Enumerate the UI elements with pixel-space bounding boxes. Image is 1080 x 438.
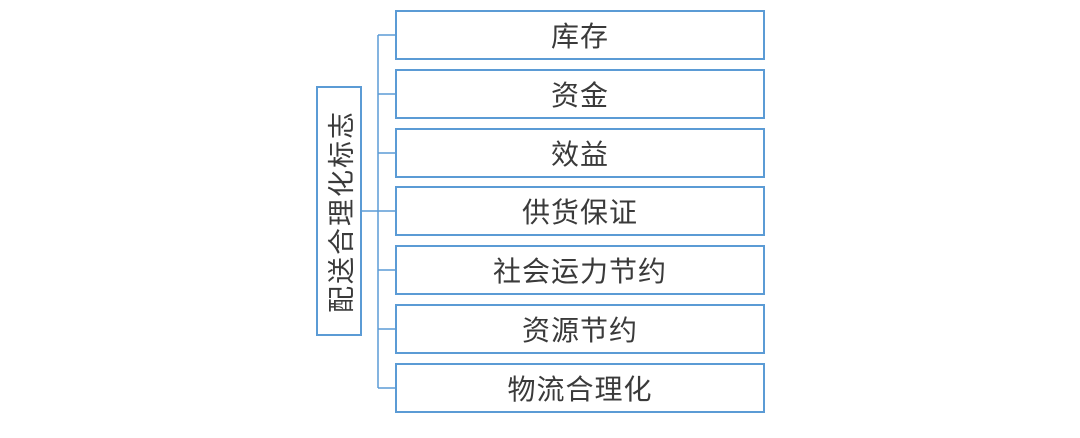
branch-node-label: 供货保证 xyxy=(521,197,638,228)
root-node-label: 配送合理化标志 xyxy=(326,109,357,313)
branch-node-social-transport-saving: 社会运力节约 xyxy=(395,245,765,295)
branch-node-supply-guarantee: 供货保证 xyxy=(395,186,765,236)
branch-node-label: 资源节约 xyxy=(521,315,638,346)
branch-node-funds: 资金 xyxy=(395,69,765,119)
branch-node-label: 效益 xyxy=(550,139,609,170)
root-node: 配送合理化标志 xyxy=(316,86,362,336)
branch-node-label: 物流合理化 xyxy=(507,374,653,405)
branch-node-label: 资金 xyxy=(550,80,609,111)
branch-node-label: 库存 xyxy=(550,21,609,52)
branch-node-label: 社会运力节约 xyxy=(492,256,667,287)
branch-node-resource-saving: 资源节约 xyxy=(395,304,765,354)
branch-node-inventory: 库存 xyxy=(395,10,765,60)
branch-node-logistics-rationalization: 物流合理化 xyxy=(395,363,765,413)
branch-node-benefit: 效益 xyxy=(395,128,765,178)
